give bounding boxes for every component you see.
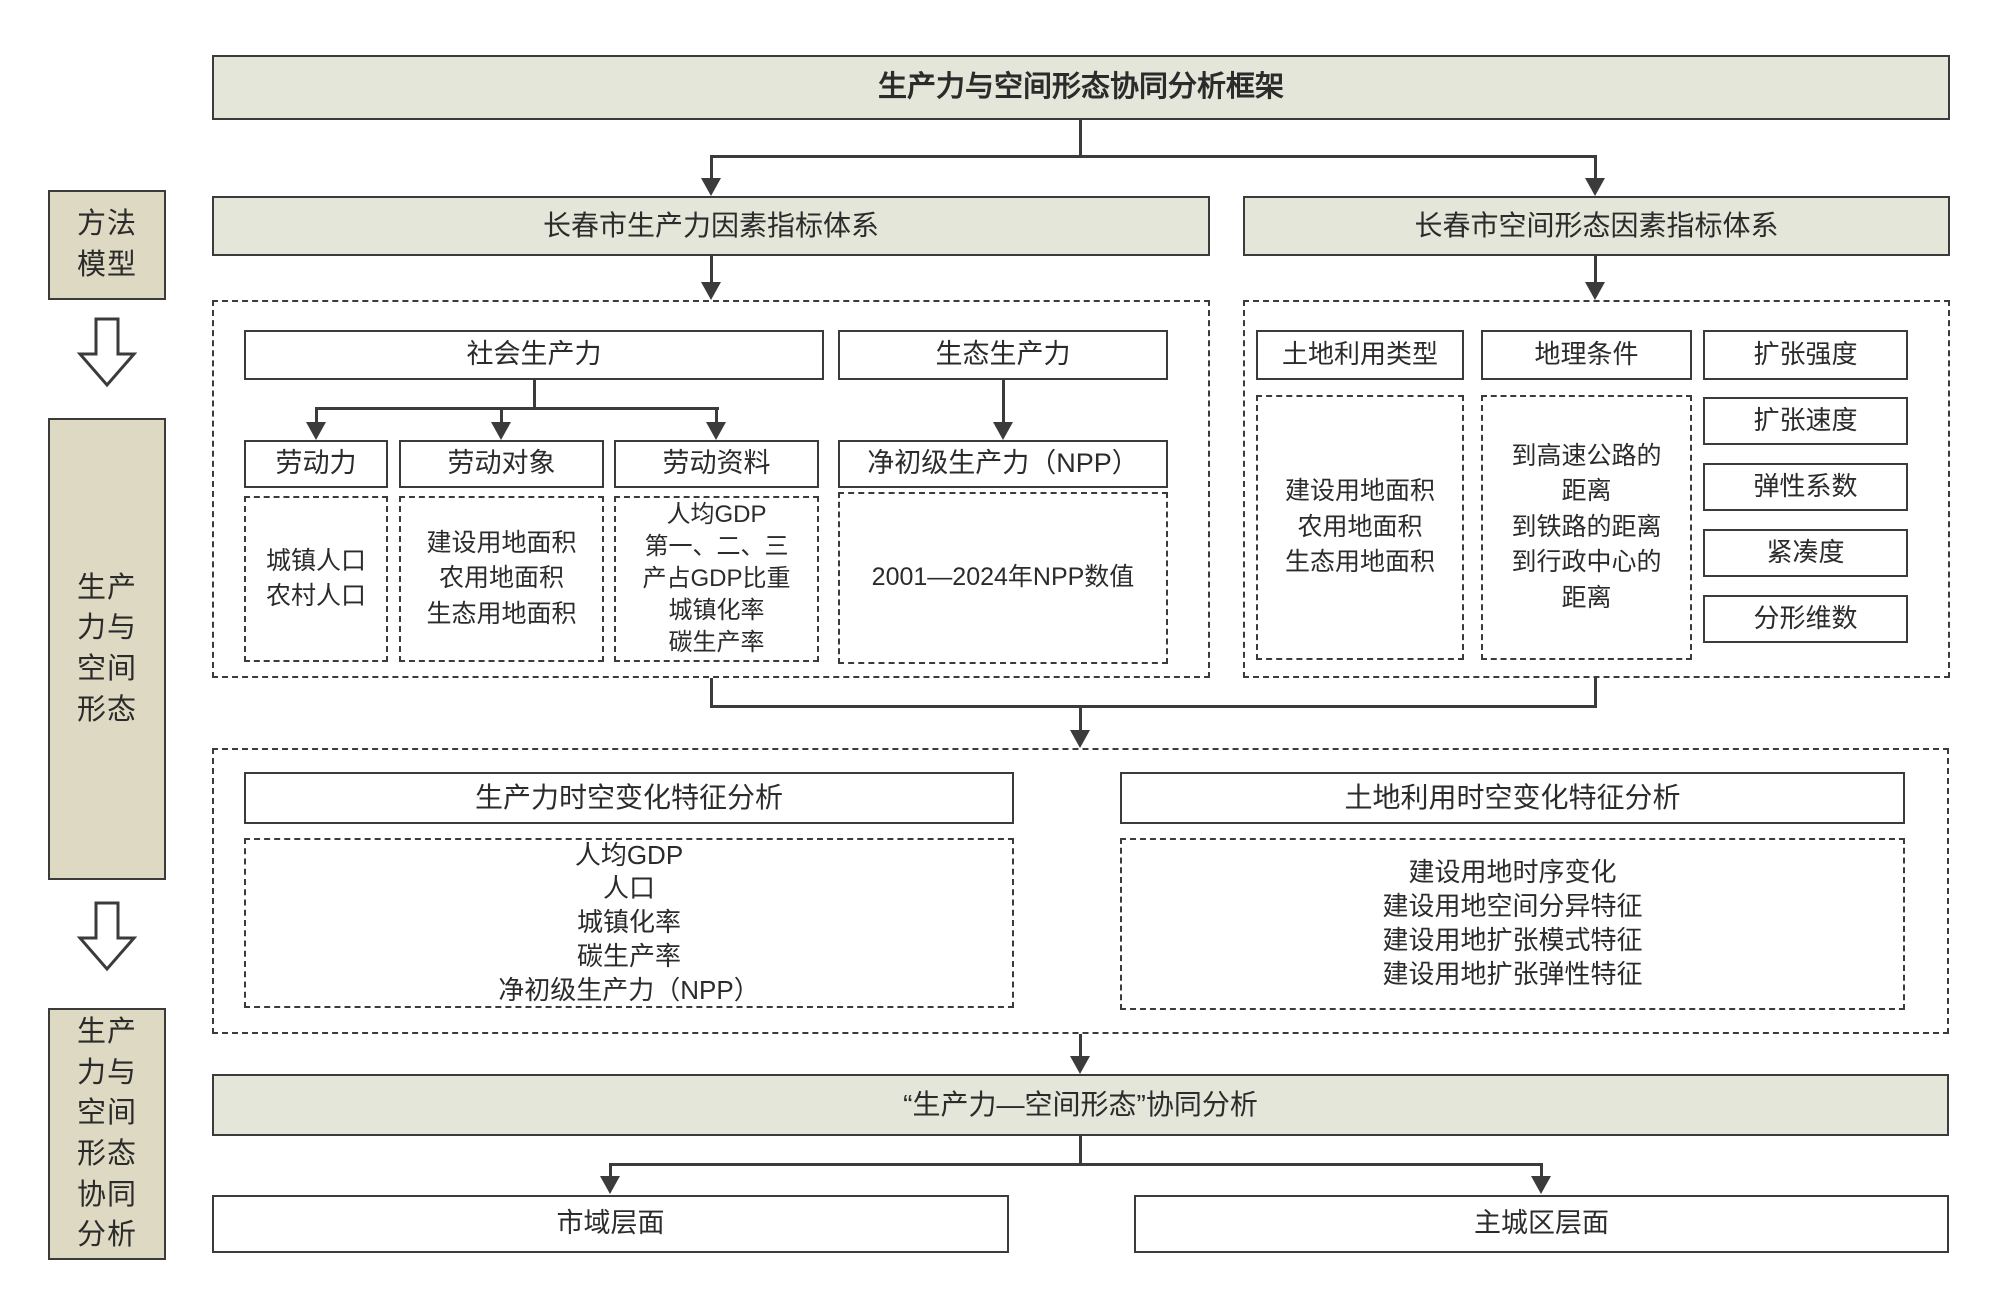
synergy-analysis-bar: “生产力—空间形态”协同分析 — [212, 1074, 1949, 1136]
labor-material-box: 劳动资料 — [614, 440, 819, 488]
fractal-dimension-box: 分形维数 — [1703, 595, 1908, 643]
geo-items-box: 到高速公路的 距离 到铁路的距离 到行政中心的 距离 — [1481, 395, 1692, 660]
geo-condition-box: 地理条件 — [1481, 330, 1692, 380]
eco-productivity-box: 生态生产力 — [838, 330, 1168, 380]
connector-line — [609, 1163, 1542, 1166]
connector-line — [1594, 678, 1597, 708]
main-city-level-box: 主城区层面 — [1134, 1195, 1949, 1253]
npp-items-box: 2001—2024年NPP数值 — [838, 492, 1168, 664]
arrowhead-icon — [306, 422, 326, 440]
city-level-box: 市域层面 — [212, 1195, 1009, 1253]
arrowhead-icon — [1585, 282, 1605, 300]
connector-line — [710, 678, 713, 708]
sidebar-synergy-analysis-box: 生产 力与 空间 形态 协同 分析 — [48, 1008, 166, 1260]
labor-object-box: 劳动对象 — [399, 440, 604, 488]
hollow-down-arrow-icon — [76, 317, 138, 388]
productivity-indicator-header: 长春市生产力因素指标体系 — [212, 196, 1210, 256]
elasticity-coefficient-box: 弹性系数 — [1703, 463, 1908, 511]
arrowhead-icon — [1070, 730, 1090, 748]
connector-line — [533, 380, 536, 409]
sidebar-productivity-spatial-box: 生产 力与 空间 形态 — [48, 418, 166, 880]
connector-line — [1540, 1163, 1543, 1177]
arrowhead-icon — [1070, 1056, 1090, 1074]
arrowhead-icon — [701, 282, 721, 300]
connector-line — [710, 705, 1597, 708]
connector-line — [315, 407, 719, 410]
connector-line — [609, 1163, 612, 1177]
labor-force-box: 劳动力 — [244, 440, 388, 488]
connector-line — [710, 155, 713, 181]
hollow-down-arrow-icon — [76, 901, 138, 972]
connector-line — [1079, 1136, 1082, 1166]
connector-line — [710, 155, 1596, 158]
arrowhead-icon — [706, 422, 726, 440]
productivity-change-items-box: 人均GDP 人口 城镇化率 碳生产率 净初级生产力（NPP） — [244, 838, 1014, 1008]
connector-line — [1079, 1034, 1082, 1058]
social-productivity-box: 社会生产力 — [244, 330, 824, 380]
connector-line — [1079, 120, 1082, 157]
land-use-type-box: 土地利用类型 — [1256, 330, 1464, 380]
spatial-form-indicator-header: 长春市空间形态因素指标体系 — [1243, 196, 1950, 256]
connector-line — [500, 407, 503, 424]
sidebar-method-model-box: 方法 模型 — [48, 190, 166, 300]
arrowhead-icon — [993, 422, 1013, 440]
npp-box: 净初级生产力（NPP） — [838, 440, 1168, 488]
connector-line — [1002, 380, 1005, 424]
connector-line — [1594, 256, 1597, 284]
connector-line — [710, 256, 713, 284]
arrowhead-icon — [701, 178, 721, 196]
connector-line — [715, 407, 718, 424]
landuse-change-analysis-header: 土地利用时空变化特征分析 — [1120, 772, 1905, 824]
connector-line — [1079, 705, 1082, 732]
connector-line — [315, 407, 318, 424]
expansion-speed-box: 扩张速度 — [1703, 397, 1908, 445]
diagram-title-bar: 生产力与空间形态协同分析框架 — [212, 55, 1950, 120]
labor-material-items-box: 人均GDP 第一、二、三 产占GDP比重 城镇化率 碳生产率 — [614, 496, 819, 662]
arrowhead-icon — [600, 1176, 620, 1194]
connector-line — [1594, 155, 1597, 181]
arrowhead-icon — [1585, 178, 1605, 196]
compactness-box: 紧凑度 — [1703, 529, 1908, 577]
expansion-intensity-box: 扩张强度 — [1703, 330, 1908, 380]
arrowhead-icon — [1531, 1176, 1551, 1194]
landuse-change-items-box: 建设用地时序变化 建设用地空间分异特征 建设用地扩张模式特征 建设用地扩张弹性特… — [1120, 838, 1905, 1010]
productivity-change-analysis-header: 生产力时空变化特征分析 — [244, 772, 1014, 824]
labor-object-items-box: 建设用地面积 农用地面积 生态用地面积 — [399, 496, 604, 662]
land-use-items-box: 建设用地面积 农用地面积 生态用地面积 — [1256, 395, 1464, 660]
arrowhead-icon — [491, 422, 511, 440]
labor-force-items-box: 城镇人口 农村人口 — [244, 496, 388, 662]
